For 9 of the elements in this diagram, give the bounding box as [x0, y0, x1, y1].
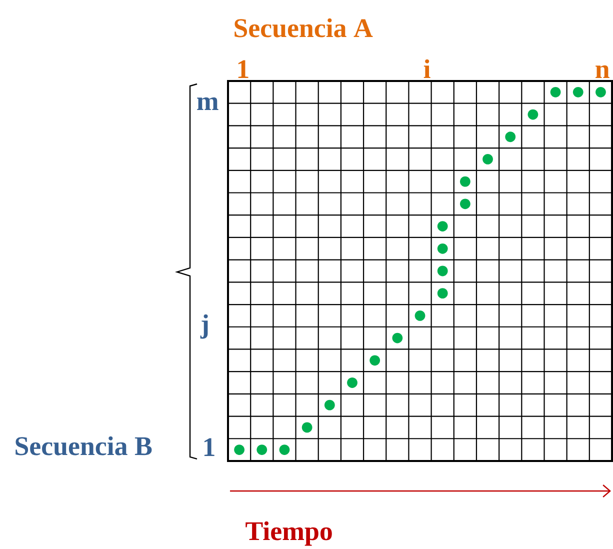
axis-tick-label: n: [596, 65, 610, 78]
axis-title: Tiempo: [246, 521, 332, 546]
axis-tick-label: i: [424, 59, 430, 78]
axis-title: Secuencia B: [16, 436, 152, 456]
axis-tick-label: m: [197, 97, 218, 110]
axis-tick-label: 1: [238, 60, 248, 78]
axis-tick-label: 1: [204, 438, 214, 456]
axis-tick-label: j: [200, 314, 208, 339]
axis-title: Secuencia A: [234, 18, 373, 38]
